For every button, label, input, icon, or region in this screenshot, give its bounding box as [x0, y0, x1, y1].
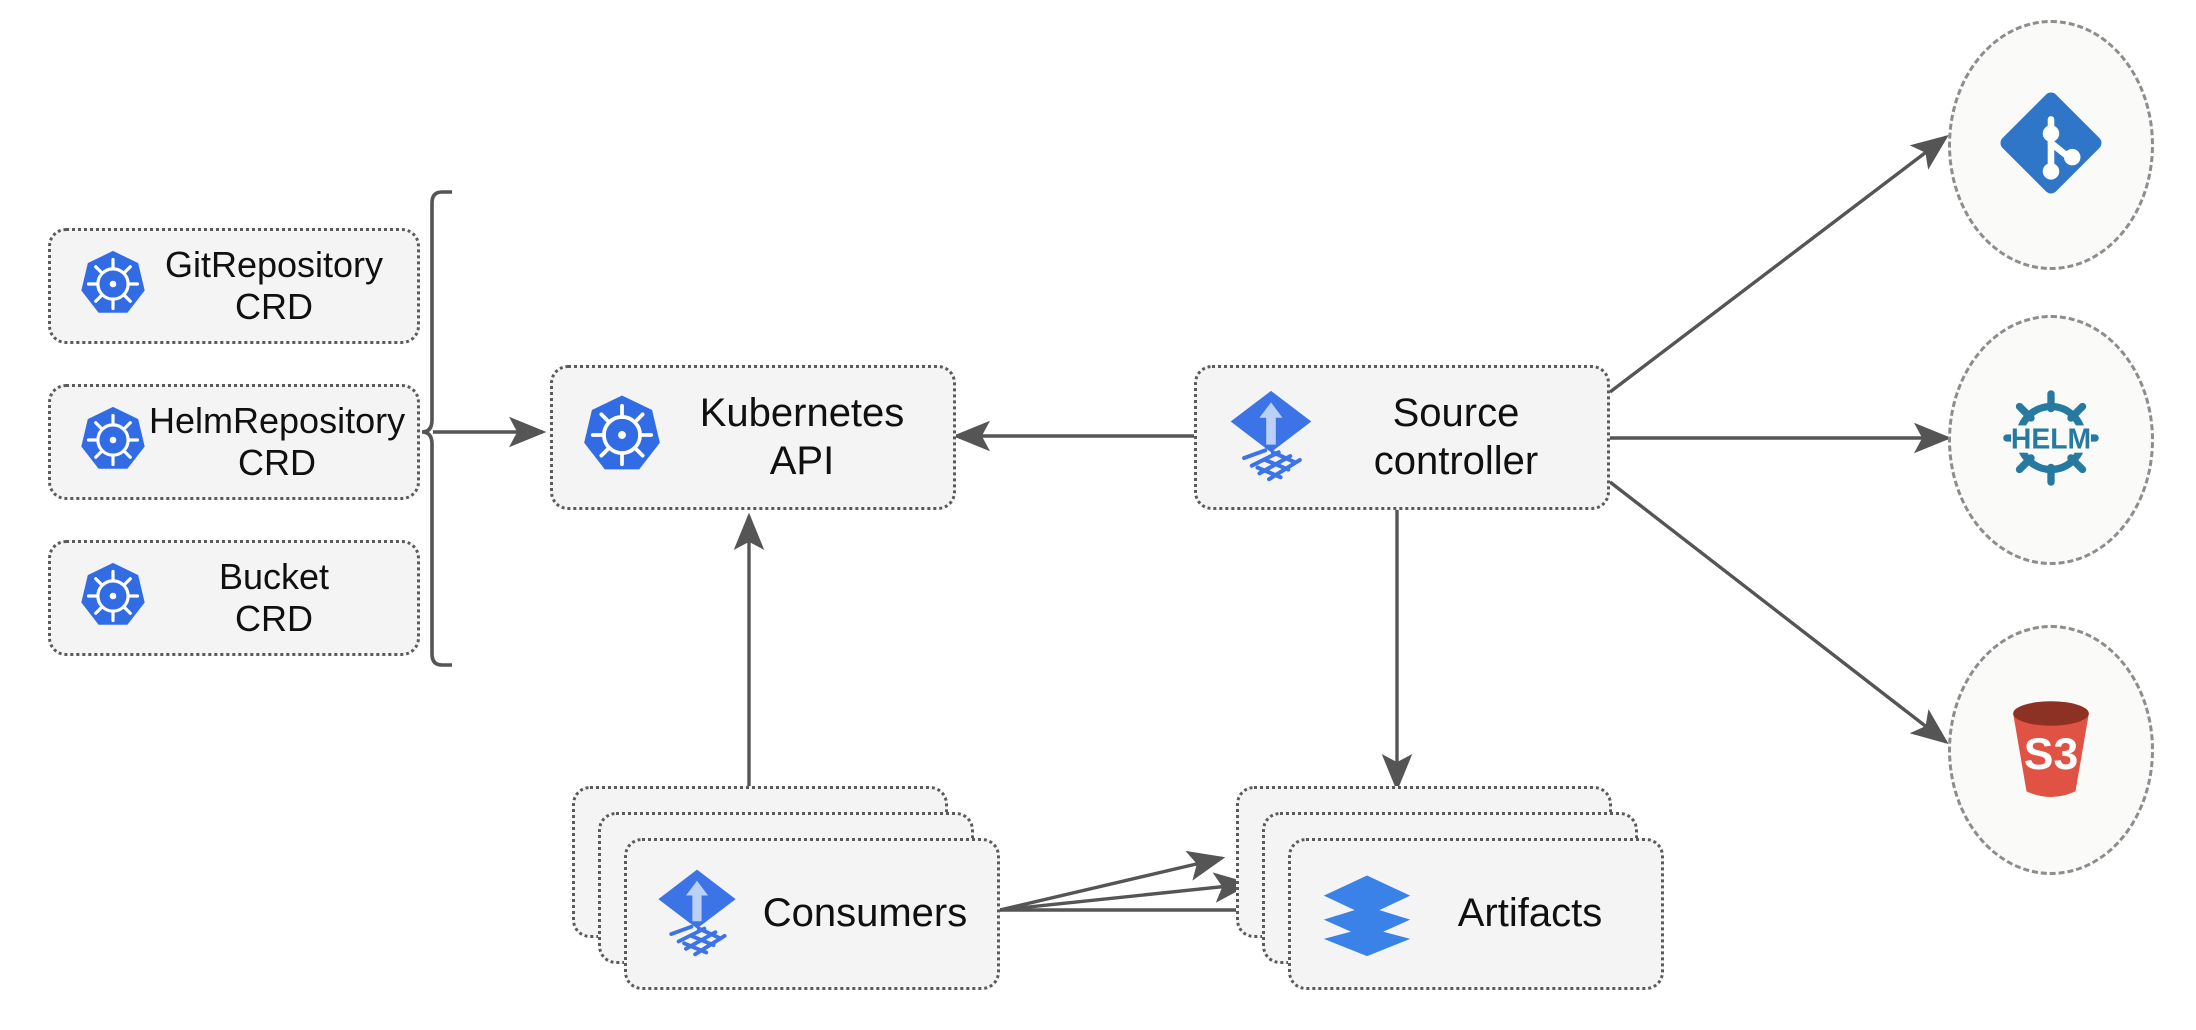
edge-controller-to-git: [1608, 134, 1949, 394]
source-circle-helm[interactable]: HELM: [1948, 315, 2154, 565]
helm-icon: HELM: [1988, 375, 2114, 506]
kubernetes-icon: [77, 404, 149, 481]
flux-icon: [1223, 385, 1319, 490]
s3-label: S3: [2024, 730, 2078, 779]
node-kubernetes-api[interactable]: Kubernetes API: [550, 365, 956, 510]
kubernetes-icon: [579, 392, 665, 483]
kubernetes-icon: [77, 560, 149, 637]
crd-bracket: [421, 190, 452, 667]
edge-consumers-to-artifacts-1: [999, 850, 1226, 912]
node-label: Consumers: [762, 891, 968, 936]
node-label: Artifacts: [1457, 891, 1603, 936]
source-circle-git[interactable]: [1948, 20, 2154, 270]
layers-icon: [1319, 864, 1415, 965]
helm-label: HELM: [2011, 423, 2091, 455]
edge-controller-to-s3: [1608, 480, 1949, 745]
node-label: Kubernetes API: [699, 391, 905, 483]
flux-icon: [651, 863, 743, 966]
git-icon: [1992, 84, 2110, 207]
node-artifacts[interactable]: Artifacts: [1288, 838, 1664, 990]
source-circle-s3[interactable]: S3: [1948, 625, 2154, 875]
kubernetes-icon: [77, 248, 149, 325]
node-consumers[interactable]: Consumers: [624, 838, 1000, 990]
edge-consumers-to-artifacts-2: [999, 872, 1252, 912]
s3-icon: S3: [1995, 689, 2107, 812]
